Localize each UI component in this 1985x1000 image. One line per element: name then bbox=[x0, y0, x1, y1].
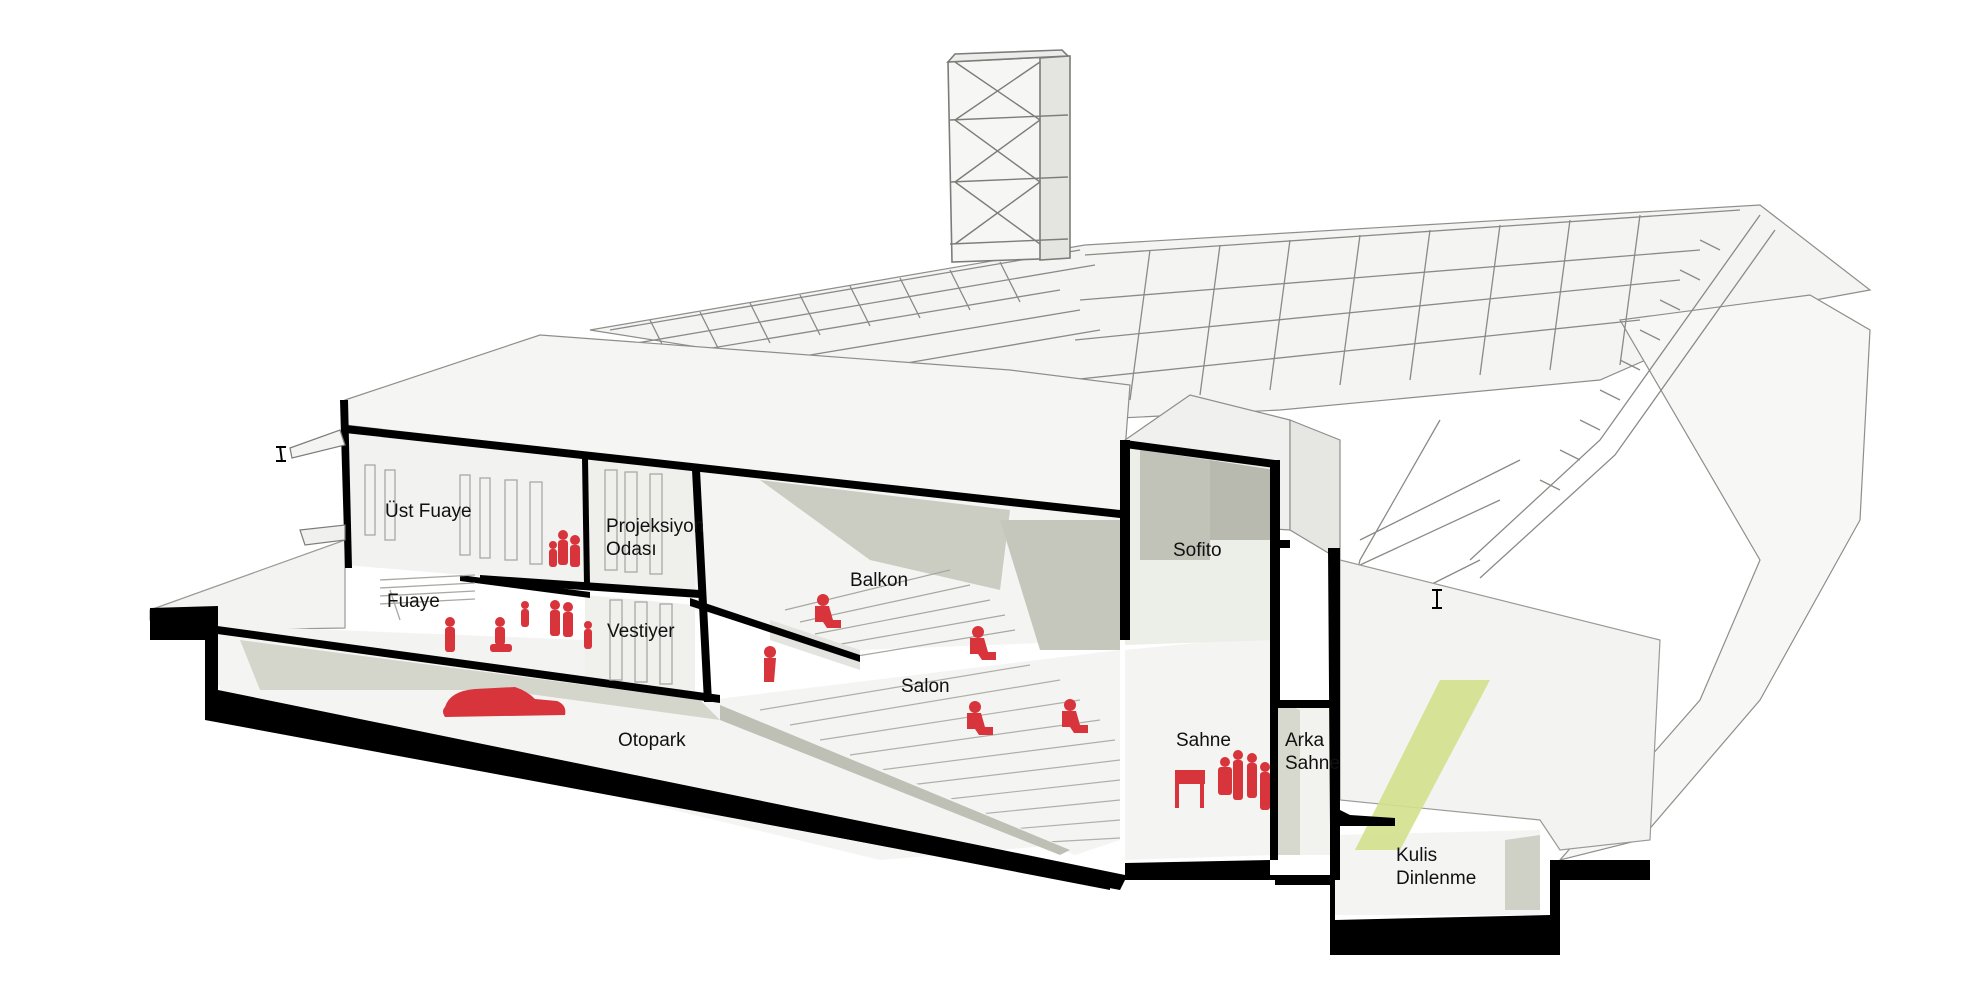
label-line: Arka bbox=[1285, 730, 1325, 751]
label-salon: Salon bbox=[901, 676, 950, 697]
label-line: Kulis bbox=[1396, 845, 1437, 866]
label-balkon: Balkon bbox=[850, 570, 908, 591]
right-beam-marker bbox=[1432, 589, 1442, 609]
label-line: Projeksiyon bbox=[606, 516, 704, 537]
figure-group-salon bbox=[764, 594, 1088, 735]
label-vestiyer: Vestiyer bbox=[607, 621, 675, 642]
label-fuaye: Fuaye bbox=[387, 591, 440, 612]
figure-group-fuaye bbox=[445, 600, 592, 652]
label-line: Odası bbox=[606, 539, 657, 560]
left-cantilever bbox=[276, 429, 346, 546]
wall-panels bbox=[364, 464, 673, 685]
interior bbox=[210, 430, 1540, 915]
figure-group-stage bbox=[1175, 750, 1270, 810]
fly-tower bbox=[946, 49, 1071, 263]
label-ust-fuaye: Üst Fuaye bbox=[385, 501, 472, 522]
label-otopark: Otopark bbox=[618, 730, 686, 751]
car-figure bbox=[443, 687, 566, 717]
label-sofito: Sofito bbox=[1173, 540, 1222, 561]
label-line: Dinlenme bbox=[1396, 868, 1476, 889]
figure-group-upper-foyer bbox=[549, 530, 580, 567]
label-line: Sahne bbox=[1285, 753, 1340, 774]
section-cut bbox=[150, 400, 1650, 955]
label-sahne: Sahne bbox=[1176, 730, 1231, 751]
people-figures bbox=[443, 530, 1270, 810]
